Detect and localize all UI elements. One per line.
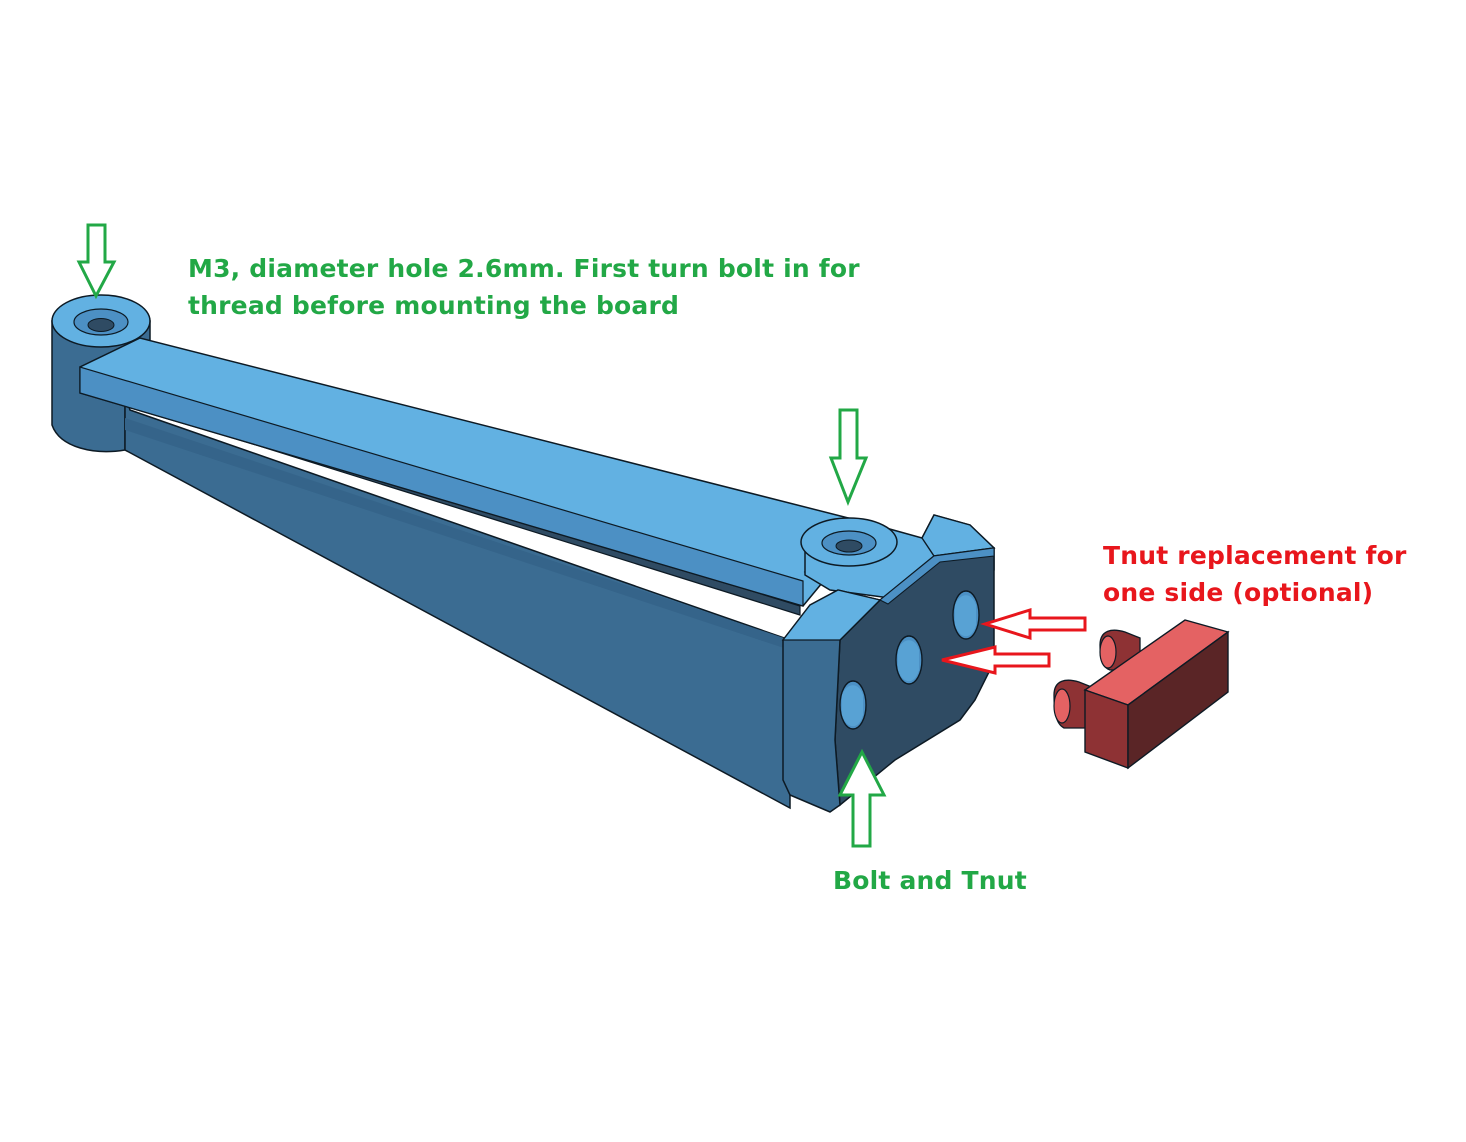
bolt-and-tnut-note: Bolt and Tnut [833, 862, 1027, 899]
arrow-down-outline-icon [76, 223, 117, 300]
beam-body [79, 337, 870, 810]
bolt-and-tnut-note-text: Bolt and Tnut [833, 866, 1027, 895]
hole-middle [895, 635, 923, 685]
tnut-replacement-note-line1: Tnut replacement for [1103, 541, 1407, 570]
tnut-replacement-note: Tnut replacement for one side (optional) [1103, 537, 1407, 611]
end-block [781, 514, 996, 813]
m3-hole-note-line2: thread before mounting the board [188, 291, 680, 320]
m3-hole-note: M3, diameter hole 2.6mm. First turn bolt… [188, 250, 860, 324]
arrow-down-outline-icon [828, 408, 869, 507]
m3-hole-note-line1: M3, diameter hole 2.6mm. First turn bolt… [188, 254, 860, 283]
arrow-left-outline-icon [941, 645, 1051, 675]
tnut-replacement-note-line2: one side (optional) [1103, 578, 1374, 607]
tnut-replacement-part [1053, 619, 1230, 770]
hole-bottom [839, 680, 867, 730]
arrow-left-outline-icon [979, 607, 1087, 641]
hole-top [952, 590, 980, 640]
arrow-up-outline-icon [837, 748, 887, 848]
